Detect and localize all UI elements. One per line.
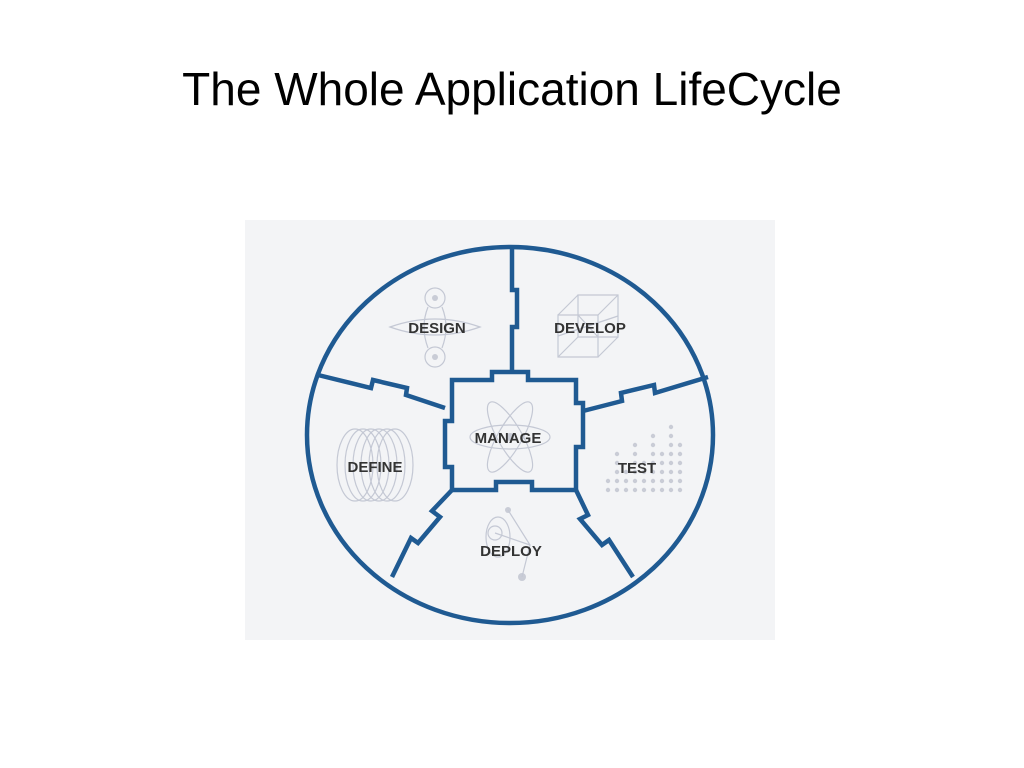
node-connection-icon — [388, 287, 482, 368]
dot-grid-dot — [650, 460, 656, 466]
segment-label-define: DEFINE — [347, 459, 402, 476]
lifecycle-wheel: DESIGN DEVELOP TEST DEPLOY DEFINE MANAGE — [245, 220, 775, 640]
lifecycle-diagram: DESIGN DEVELOP TEST DEPLOY DEFINE MANAGE — [240, 215, 780, 645]
divider-define-deploy — [389, 488, 454, 578]
dot-grid-dot — [614, 487, 620, 493]
dot-grid-dot — [677, 442, 683, 448]
dot-grid-dot — [623, 487, 629, 493]
dot-grid-dot — [605, 487, 611, 493]
divider-test-deploy — [573, 489, 635, 579]
center-label-manage: MANAGE — [475, 430, 542, 447]
orbit-nodes-icon — [485, 507, 531, 581]
dot-grid-dot — [614, 478, 620, 484]
dot-grid-dot — [650, 433, 656, 439]
dot-grid-dot — [623, 469, 629, 475]
slide-title: The Whole Application LifeCycle — [182, 63, 842, 115]
dot-grid-dot — [641, 460, 647, 466]
dot-grid-dot — [641, 469, 647, 475]
dot-grid-dot — [659, 469, 665, 475]
dot-grid-dot — [677, 478, 683, 484]
dot-grid-dot — [614, 451, 620, 457]
dot-grid-dot — [668, 487, 674, 493]
dot-grid-dot — [623, 478, 629, 484]
dot-grid-dot — [659, 478, 665, 484]
dot-grid-dot — [605, 478, 611, 484]
dot-grid-dot — [668, 442, 674, 448]
segment-label-deploy: DEPLOY — [480, 543, 542, 560]
dot-grid-dot — [650, 487, 656, 493]
dot-grid-dot — [668, 433, 674, 439]
dot-grid-dot — [659, 487, 665, 493]
coil-rings-icon — [336, 428, 414, 502]
dot-grid-dot — [650, 469, 656, 475]
dot-grid-dot — [650, 442, 656, 448]
dot-grid-dot — [659, 460, 665, 466]
divider-design-develop — [509, 247, 520, 372]
dot-grid-dot — [677, 487, 683, 493]
dot-grid-dot — [614, 469, 620, 475]
dot-grid-dot — [614, 460, 620, 466]
dot-grid-dot — [641, 478, 647, 484]
segment-label-develop: DEVELOP — [554, 320, 626, 337]
atom-icon — [469, 401, 551, 473]
divider-develop-test — [582, 374, 709, 414]
dot-grid-dot — [632, 442, 638, 448]
wireframe-cube-icon — [557, 294, 619, 358]
dot-grid-dot — [641, 487, 647, 493]
segment-label-test: TEST — [618, 460, 656, 477]
dot-grid-dot — [650, 451, 656, 457]
dot-grid-dot — [668, 478, 674, 484]
dot-grid-dot — [650, 478, 656, 484]
segment-label-design: DESIGN — [408, 320, 466, 337]
dot-grid-dot — [632, 487, 638, 493]
wheel-outline — [304, 244, 716, 626]
dot-grid-dot — [632, 460, 638, 466]
dot-grid-dot — [677, 451, 683, 457]
dot-grid-icon — [605, 424, 683, 493]
dot-grid-dot — [632, 478, 638, 484]
dot-grid-dot — [677, 460, 683, 466]
dot-grid-dot — [659, 451, 665, 457]
dot-grid-dot — [668, 469, 674, 475]
dot-grid-dot — [668, 451, 674, 457]
dot-grid-dot — [668, 460, 674, 466]
divider-design-define — [317, 372, 446, 411]
dot-grid-dot — [632, 451, 638, 457]
dot-grid-dot — [632, 469, 638, 475]
dot-grid-dot — [677, 469, 683, 475]
dot-grid-dot — [668, 424, 674, 430]
